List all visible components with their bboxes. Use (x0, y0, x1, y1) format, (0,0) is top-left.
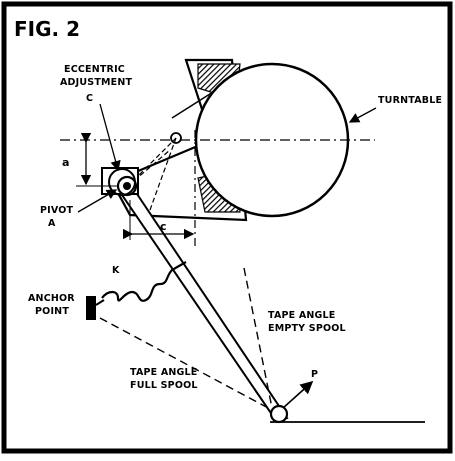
tape-empty-label-line2: EMPTY SPOOL (268, 323, 346, 334)
dimension-a-label: a (62, 156, 69, 169)
spring-label: K (112, 265, 120, 276)
turntable-label: TURNTABLE (378, 95, 442, 106)
dimension-c-label: c (160, 220, 167, 233)
eccentric-label-line1: ECCENTRIC (64, 64, 125, 75)
tape-guide-roller (269, 404, 289, 424)
force-arrow (282, 380, 314, 409)
tape-full-label-line1: TAPE ANGLE (130, 367, 198, 378)
tape-path-empty-spool (243, 267, 273, 409)
spring-k (101, 261, 187, 302)
figure-title: FIG. 2 (14, 17, 80, 41)
pivot-label-line1: PIVOT (40, 205, 74, 216)
figure-border (1, 1, 453, 454)
tape-path-full-spool (99, 317, 273, 411)
eccentric-label-letter: C (86, 93, 93, 104)
tape-full-label-line2: FULL SPOOL (130, 380, 198, 391)
anchor-hook (95, 299, 105, 306)
eccentric-adjustment (108, 168, 136, 196)
pivot-label-line2: A (48, 218, 56, 229)
tape-empty-label-line1: TAPE ANGLE (268, 310, 336, 321)
turntable-leader (348, 107, 377, 123)
pivot-leader (77, 189, 118, 213)
eccentric-label-line2: ADJUSTMENT (60, 77, 133, 88)
anchor-block (86, 296, 96, 320)
anchor-label-line2: POINT (35, 306, 69, 317)
bracket-guide-line (149, 137, 177, 211)
anchor-label-line1: ANCHOR (28, 293, 75, 304)
force-label: P (311, 369, 318, 380)
pivot-center-dot (123, 182, 131, 190)
eccentric-leader (99, 103, 121, 172)
